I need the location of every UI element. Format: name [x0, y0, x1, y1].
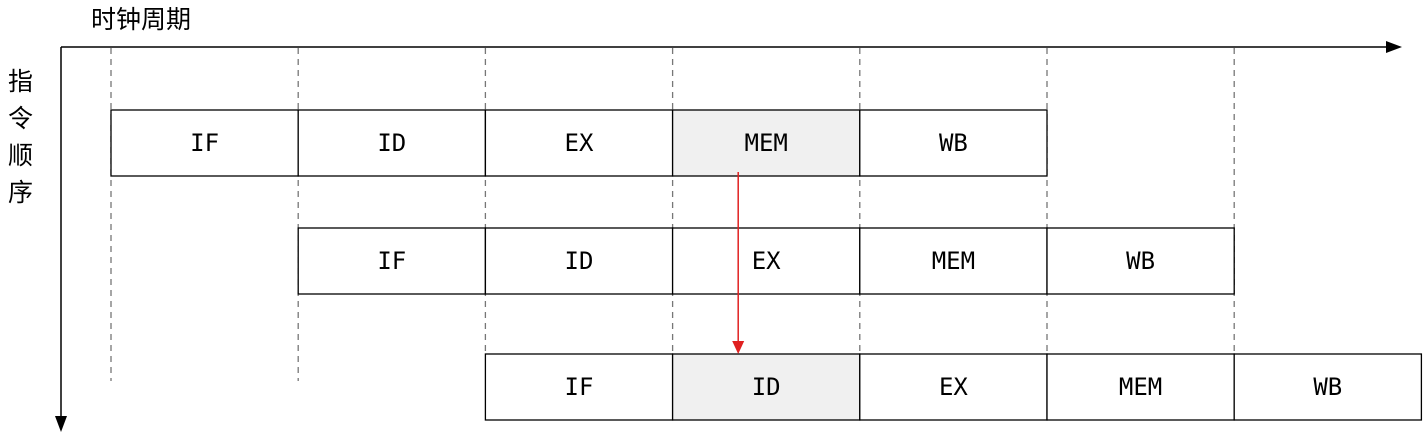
stage-label-ex: EX — [939, 373, 968, 401]
stage-label-id: ID — [752, 373, 781, 401]
stage-box-wb — [859, 109, 1048, 177]
stage-label-mem: MEM — [932, 247, 975, 275]
stage-box-mem — [859, 227, 1048, 295]
stage-box-wb — [1233, 353, 1423, 421]
stage-label-id: ID — [377, 129, 406, 157]
y-axis-label-char-3: 顺 — [8, 141, 33, 170]
stage-box-wb — [1046, 227, 1235, 295]
stage-box-if — [484, 353, 674, 421]
y-axis-arrowhead — [55, 416, 67, 432]
stage-label-ex: EX — [565, 129, 594, 157]
stage-label-if: IF — [190, 129, 219, 157]
stage-label-if: IF — [377, 247, 406, 275]
stage-box-ex — [671, 227, 861, 295]
instruction-2: IF ID EX MEM WB — [297, 227, 1235, 295]
stage-box-ex — [484, 109, 674, 177]
y-axis-label-char-4: 序 — [8, 178, 33, 207]
stage-label-wb: WB — [1126, 247, 1155, 275]
forwarding-arrows — [732, 172, 745, 354]
forwarding-arrowhead — [732, 341, 745, 354]
stage-label-mem: MEM — [745, 129, 788, 157]
instruction-3: IF ID EX MEM WB — [484, 353, 1423, 421]
stage-box-ex — [859, 353, 1048, 421]
y-axis-label-char-2: 令 — [8, 104, 33, 133]
stage-box-mem — [1046, 353, 1235, 421]
instruction-1: IF ID EX MEM WB — [110, 109, 1048, 177]
instruction-rows: IF ID EX MEM WB IF ID EX MEM WB IF ID EX MEM WB — [110, 109, 1423, 421]
stage-label-mem: MEM — [1119, 373, 1162, 401]
stage-label-wb: WB — [1313, 373, 1342, 401]
stage-label-if: IF — [565, 373, 594, 401]
stage-label-wb: WB — [939, 129, 968, 157]
x-axis-label: 时钟周期 — [91, 5, 191, 34]
y-axis-label-char-1: 指 — [8, 67, 33, 96]
x-axis-arrowhead — [1386, 41, 1402, 53]
stage-box-mem — [671, 109, 861, 177]
stage-box-id — [671, 353, 861, 421]
stage-label-ex: EX — [752, 247, 781, 275]
stage-box-id — [484, 227, 674, 295]
clock-cycle-guides — [110, 48, 1235, 381]
stage-box-if — [110, 109, 299, 177]
stage-label-id: ID — [565, 247, 594, 275]
stage-box-if — [297, 227, 487, 295]
